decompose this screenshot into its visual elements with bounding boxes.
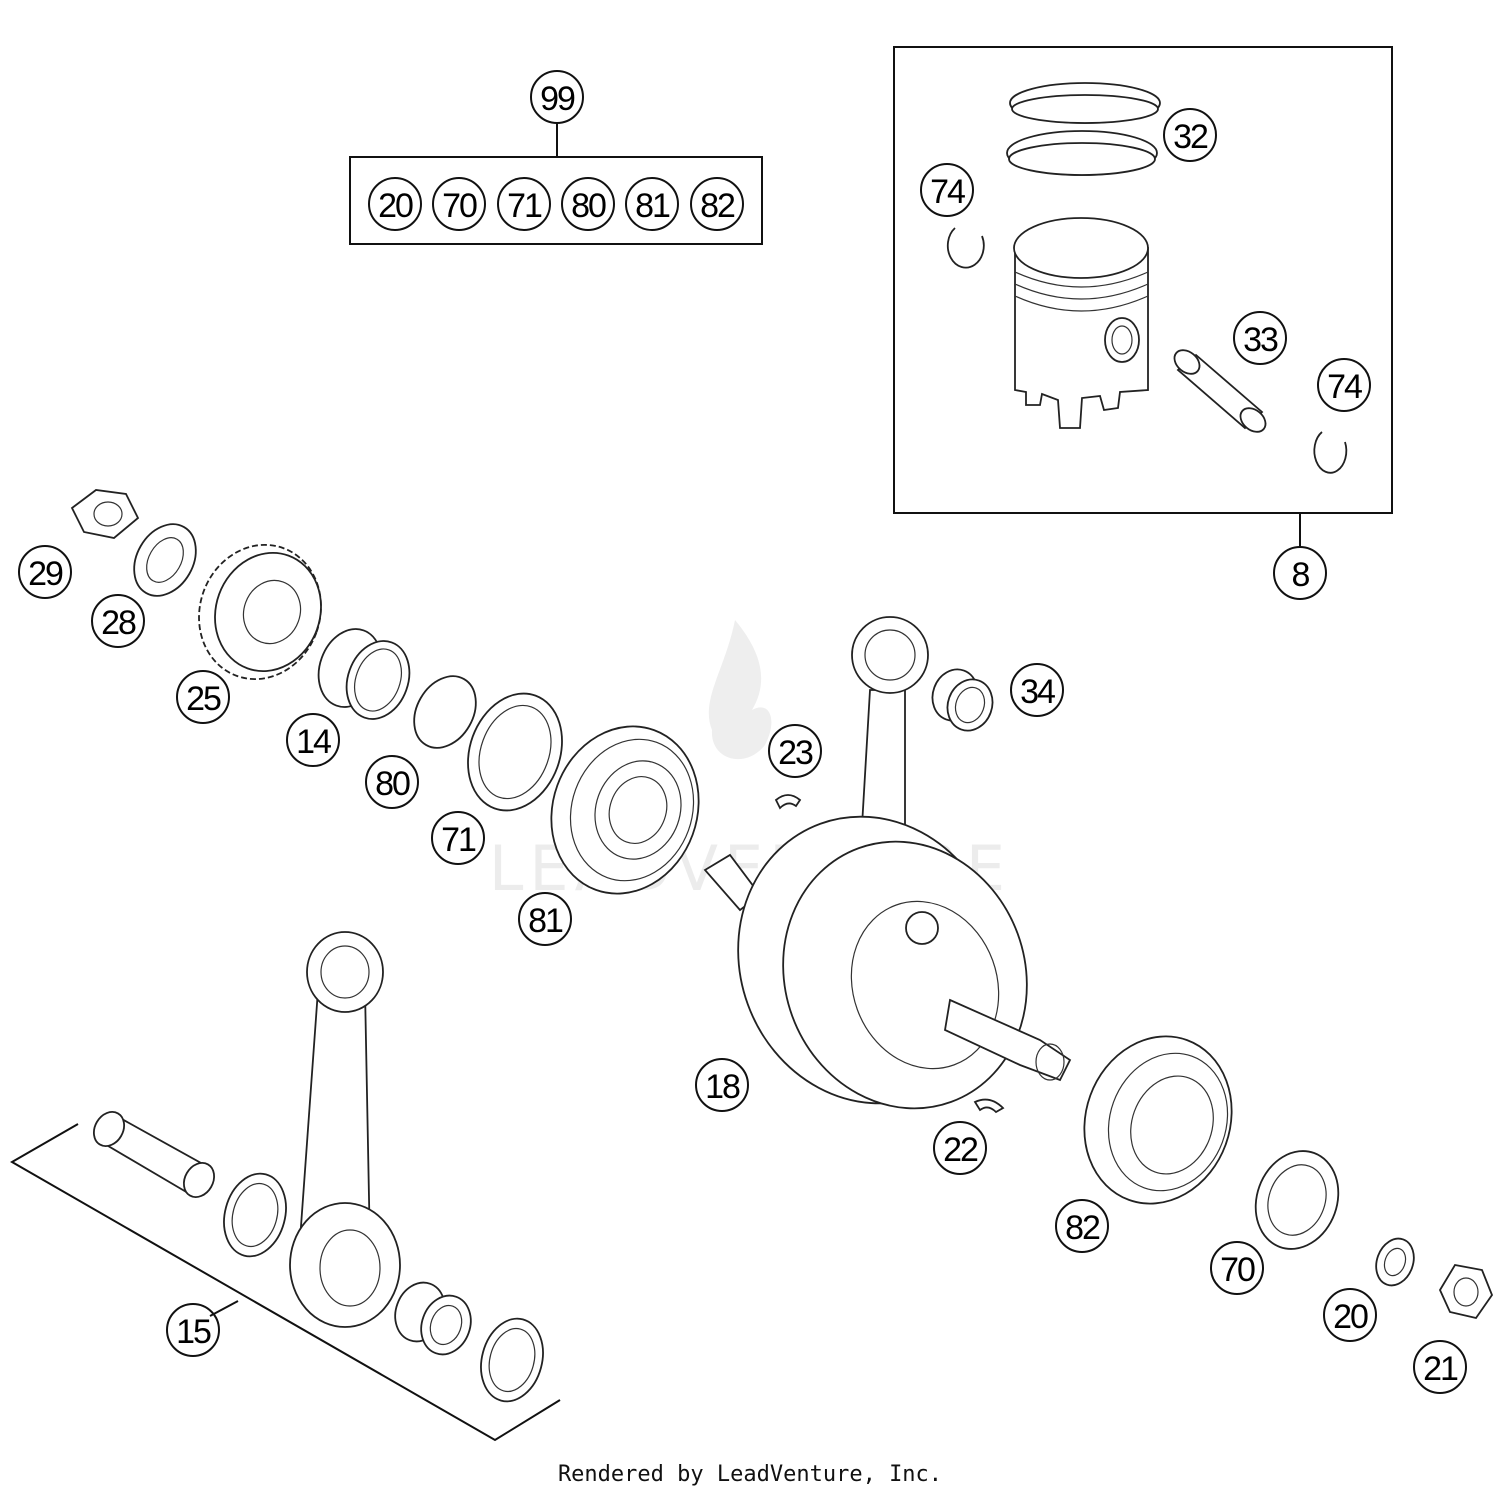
callout-32-label: 32: [1173, 118, 1208, 156]
callout-81: 81: [518, 892, 572, 946]
seal-71: [467, 692, 563, 812]
callout-74-right: 74: [1317, 358, 1371, 412]
callout-99-label: 99: [540, 80, 575, 118]
callout-15-label: 15: [176, 1313, 211, 1351]
connecting-rod: [289, 931, 401, 1328]
callout-21: 21: [1413, 1340, 1467, 1394]
callout-32: 32: [1163, 108, 1217, 162]
piston-kit-group: [893, 46, 1393, 548]
seal-70: [1254, 1150, 1340, 1250]
callout-74a-label: 74: [930, 173, 965, 211]
callout-25-label: 25: [186, 680, 221, 718]
callout-70-label: 70: [1220, 1251, 1255, 1289]
washer-20: [1375, 1237, 1415, 1287]
kit-callout-71-label: 71: [507, 187, 542, 225]
footer-credit: Rendered by LeadVenture, Inc.: [557, 1462, 943, 1487]
callout-99: 99: [530, 70, 584, 124]
callout-33-label: 33: [1243, 321, 1278, 359]
pin: [93, 1111, 215, 1198]
callout-71: 71: [431, 811, 485, 865]
callout-82-label: 82: [1065, 1209, 1100, 1247]
woodruff-key-23: [774, 794, 802, 810]
callout-74-left: 74: [920, 163, 974, 217]
circlip-right: [1313, 431, 1348, 474]
piston-pin: [1173, 349, 1267, 433]
thrust-washer-right: [480, 1317, 544, 1403]
callout-28-label: 28: [101, 604, 136, 642]
kit-callout-80-label: 80: [571, 187, 606, 225]
callout-23: 23: [768, 724, 822, 778]
callout-74b-label: 74: [1327, 368, 1362, 406]
callout-70: 70: [1210, 1241, 1264, 1295]
callout-kit-80: 80: [561, 177, 615, 231]
callout-81-label: 81: [528, 902, 563, 940]
nut-29: [70, 489, 140, 539]
callout-29: 29: [18, 545, 72, 599]
piston-kit-box: [893, 46, 1393, 514]
callout-15: 15: [166, 1303, 220, 1357]
callout-20-label: 20: [1333, 1298, 1368, 1336]
nut-21: [1438, 1264, 1494, 1320]
callout-21-label: 21: [1423, 1350, 1458, 1388]
callout-34: 34: [1010, 663, 1064, 717]
kit-callout-20-label: 20: [378, 187, 413, 225]
o-ring-80: [413, 675, 477, 749]
circlip-left: [946, 227, 985, 269]
callout-29-label: 29: [28, 555, 63, 593]
thrust-washer-left: [223, 1172, 287, 1258]
callout-80-label: 80: [375, 765, 410, 803]
callout-28: 28: [91, 594, 145, 648]
kit-box: [349, 156, 763, 245]
callout-20: 20: [1323, 1288, 1377, 1342]
crankshaft-18: [703, 616, 1072, 1110]
callout-22-label: 22: [943, 1131, 978, 1169]
piston: [1013, 217, 1149, 429]
callout-18-label: 18: [705, 1068, 740, 1106]
bearing-81: [550, 725, 700, 895]
kit-callout-82-label: 82: [700, 187, 735, 225]
gear-25: [198, 543, 322, 681]
needle-bearing: [394, 1281, 472, 1356]
conrod-set-15: [9, 931, 561, 1442]
callout-33: 33: [1233, 311, 1287, 365]
needle-bearing-34: [931, 668, 994, 732]
washer-28: [133, 523, 197, 597]
callout-34-label: 34: [1020, 673, 1055, 711]
kit-callout-81-label: 81: [635, 187, 670, 225]
woodruff-key-22: [973, 1098, 1005, 1114]
callout-8-label: 8: [1292, 556, 1310, 594]
kit-callout-70-label: 70: [442, 187, 477, 225]
callout-14-label: 14: [296, 723, 331, 761]
callout-kit-71: 71: [497, 177, 551, 231]
callout-14: 14: [286, 713, 340, 767]
callout-18: 18: [695, 1058, 749, 1112]
callout-kit-81: 81: [625, 177, 679, 231]
callout-23-label: 23: [778, 734, 813, 772]
callout-kit-70: 70: [432, 177, 486, 231]
callout-kit-82: 82: [690, 177, 744, 231]
callout-71-label: 71: [441, 821, 476, 859]
bushing-14: [317, 628, 411, 720]
callout-8: 8: [1273, 546, 1327, 600]
callout-25: 25: [176, 670, 230, 724]
callouts: 99 20 70 71 80 81 82 32 74 33 74 8 29 28…: [18, 70, 1467, 1394]
kit-99-group: [349, 122, 763, 245]
callout-kit-20: 20: [368, 177, 422, 231]
bearing-82: [1083, 1035, 1233, 1205]
callout-80: 80: [365, 755, 419, 809]
callout-82: 82: [1055, 1199, 1109, 1253]
callout-22: 22: [933, 1121, 987, 1175]
